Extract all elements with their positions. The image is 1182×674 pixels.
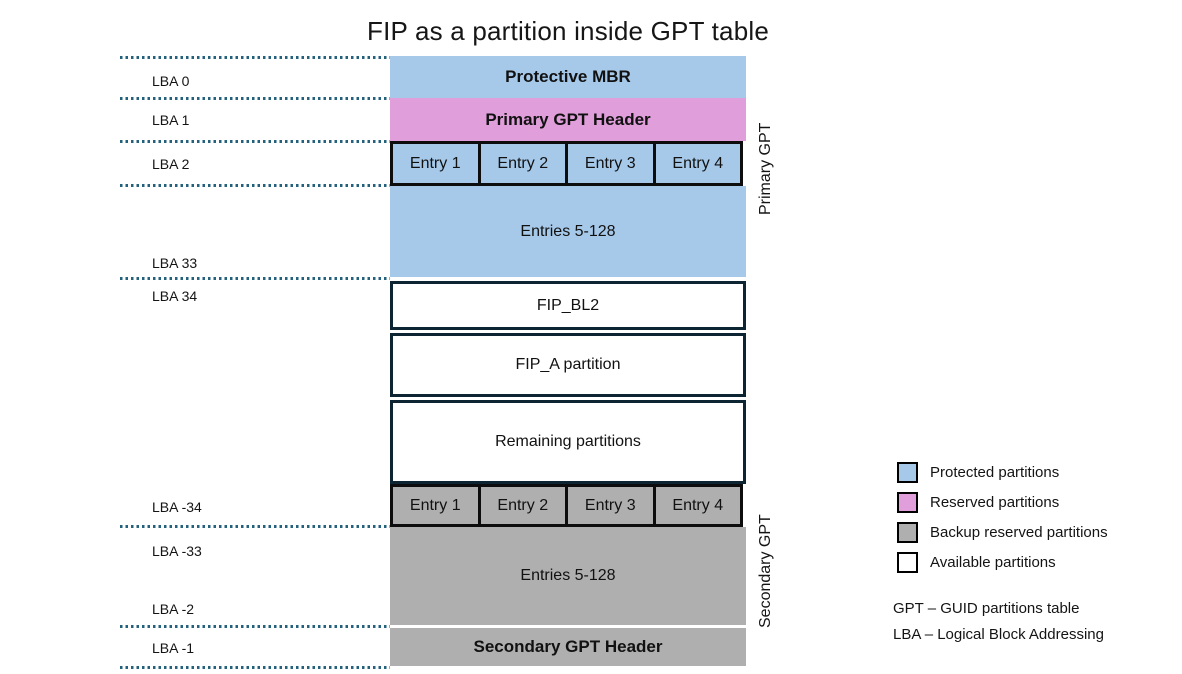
secondary-entry-3: Entry 3: [568, 484, 656, 527]
legend-label-reserved: Reserved partitions: [930, 493, 1060, 511]
secondary-entry-4: Entry 4: [655, 484, 743, 527]
lba-label-34: LBA 34: [152, 288, 198, 304]
secondary-entry-1: Entry 1: [390, 484, 481, 527]
legend-label-available: Available partitions: [930, 553, 1056, 571]
primary-entry-2: Entry 2: [480, 141, 568, 186]
block-secondary-gpt-header: Secondary GPT Header: [390, 628, 746, 666]
legend-swatch-reserved: [897, 491, 918, 513]
lba-label-33: LBA 33: [152, 255, 198, 271]
diagram-title: FIP as a partition inside GPT table: [366, 16, 770, 46]
lba-label-2: LBA 2: [152, 156, 190, 172]
lba-label-1: LBA 1: [152, 112, 190, 128]
lba-label-neg1: LBA -1: [152, 640, 195, 656]
footnote-lba: LBA – Logical Block Addressing: [893, 626, 1104, 643]
dotted-separator: [120, 525, 390, 528]
lba-label-neg33: LBA -33: [152, 543, 202, 559]
legend-label-protected: Protected partitions: [930, 463, 1060, 481]
legend-swatch-backup: [897, 521, 918, 543]
side-label-primary-gpt: Primary GPT: [757, 122, 774, 216]
primary-entry-row: Entry 1 Entry 2 Entry 3 Entry 4: [390, 141, 743, 186]
primary-entry-3: Entry 3: [568, 141, 656, 186]
lba-label-neg2: LBA -2: [152, 601, 195, 617]
block-remaining-partitions: Remaining partitions: [390, 400, 746, 484]
lba-label-0: LBA 0: [152, 73, 190, 89]
legend-item-reserved: Reserved partitions: [897, 491, 1059, 513]
dotted-separator: [120, 625, 390, 628]
block-primary-entries-5-128: Entries 5-128: [390, 186, 746, 277]
dotted-separator: [120, 277, 390, 280]
dotted-separator: [120, 184, 390, 187]
legend-swatch-protected: [897, 461, 918, 483]
secondary-entry-2: Entry 2: [480, 484, 568, 527]
legend-item-available: Available partitions: [897, 551, 1056, 573]
legend-item-protected: Protected partitions: [897, 461, 1059, 483]
block-fip-a-partition: FIP_A partition: [390, 333, 746, 397]
lba-label-neg34: LBA -34: [152, 499, 202, 515]
legend-swatch-available: [897, 551, 918, 573]
footnote-gpt: GPT – GUID partitions table: [893, 600, 1080, 617]
dotted-separator: [120, 140, 390, 143]
primary-entry-1: Entry 1: [390, 141, 481, 186]
legend-label-backup: Backup reserved partitions: [930, 523, 1108, 541]
dotted-separator: [120, 56, 390, 59]
primary-entry-4: Entry 4: [655, 141, 743, 186]
dotted-separator: [120, 666, 390, 669]
block-secondary-entries-5-128: Entries 5-128: [390, 527, 746, 625]
secondary-entry-row: Entry 1 Entry 2 Entry 3 Entry 4: [390, 484, 743, 527]
side-label-secondary-gpt: Secondary GPT: [757, 514, 774, 628]
legend-item-backup: Backup reserved partitions: [897, 521, 1108, 543]
block-protective-mbr: Protective MBR: [390, 56, 746, 98]
block-fip-bl2: FIP_BL2: [390, 281, 746, 330]
block-primary-gpt-header: Primary GPT Header: [390, 98, 746, 141]
dotted-separator: [120, 97, 390, 100]
